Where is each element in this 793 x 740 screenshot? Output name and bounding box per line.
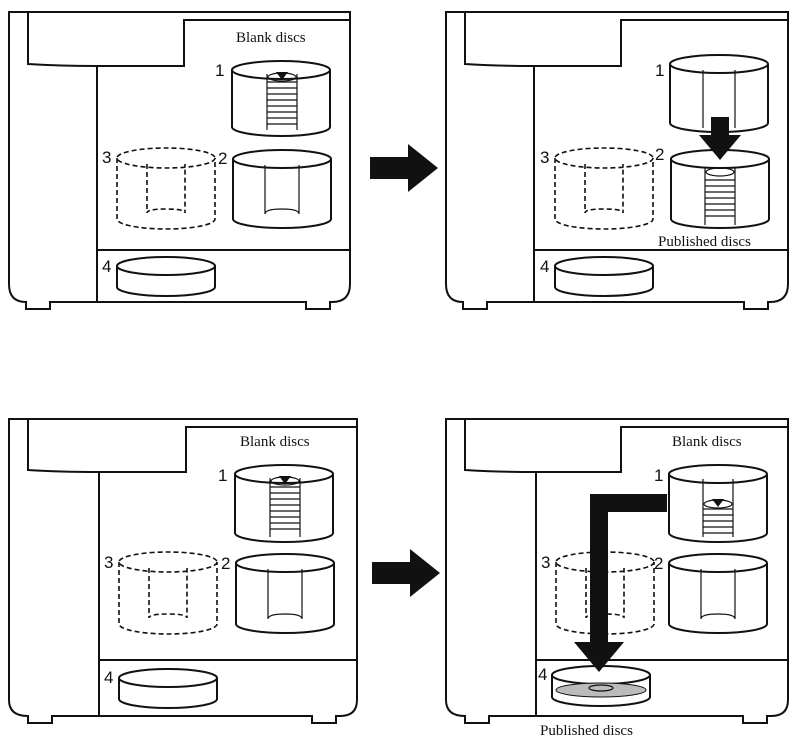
panel-bottom-right: Blank discs 1 2 3 <box>445 418 789 739</box>
stacker-number-4: 4 <box>540 257 549 276</box>
disc-hole-icon <box>279 476 291 484</box>
front-cover <box>464 419 788 473</box>
stacker-1-partial: 1 <box>654 464 768 543</box>
stacker-2-empty: 2 <box>654 553 768 634</box>
front-cover <box>464 12 788 67</box>
stacker-number-4: 4 <box>102 257 111 276</box>
l-shaped-arrow-icon <box>574 494 667 672</box>
stacker-number-4: 4 <box>538 665 547 684</box>
blank-discs-label: Blank discs <box>236 30 306 46</box>
down-arrow-icon <box>699 117 741 160</box>
printer-outline <box>8 11 351 310</box>
stacker-number-1: 1 <box>215 61 224 80</box>
printer-outline <box>445 11 789 310</box>
stacker-2-empty: 2 <box>218 149 332 229</box>
disc-hole-icon <box>712 499 724 507</box>
blank-discs-label: Blank discs <box>240 434 310 450</box>
stacker-4-published: 4 <box>538 665 651 707</box>
stacker-number-3: 3 <box>104 553 113 572</box>
published-disc-stack <box>555 682 647 698</box>
stacker-number-4: 4 <box>104 668 113 687</box>
published-discs-label: Published discs <box>540 723 633 739</box>
stacker-number-3: 3 <box>541 553 550 572</box>
stacker-number-2: 2 <box>218 149 227 168</box>
stacker-3-optional: 3 <box>540 147 654 230</box>
stacker-number-2: 2 <box>654 554 663 573</box>
stacker-number-1: 1 <box>218 466 227 485</box>
stacker-4-tray: 4 <box>540 256 654 297</box>
printer-outline <box>8 418 358 724</box>
stacker-4-tray: 4 <box>102 256 216 297</box>
front-cover <box>27 419 357 473</box>
right-arrow-icon <box>370 144 438 192</box>
right-arrow-icon <box>372 549 440 597</box>
stacker-3-optional: 3 <box>104 551 218 635</box>
stacker-number-2: 2 <box>221 554 230 573</box>
stacker-number-3: 3 <box>102 148 111 167</box>
panel-top-left: Blank discs 1 2 3 <box>8 11 351 310</box>
stacker-number-1: 1 <box>655 61 664 80</box>
stacker-4-tray: 4 <box>104 668 218 709</box>
printer-outline <box>445 418 789 724</box>
stacker-1-full: 1 <box>215 60 331 137</box>
front-cover <box>27 12 350 67</box>
stacker-number-2: 2 <box>655 145 664 164</box>
stacker-3-optional: 3 <box>102 147 216 230</box>
disc-hole-icon <box>276 72 288 80</box>
panel-bottom-left: Blank discs 1 2 3 <box>8 418 358 724</box>
stacker-number-3: 3 <box>540 148 549 167</box>
panel-top-right: 1 2 Published discs 3 4 <box>445 11 789 310</box>
stacker-1-full: 1 <box>218 464 334 543</box>
stacker-2-published: 2 <box>655 145 770 229</box>
stacker-2-empty: 2 <box>221 553 335 634</box>
published-discs-label: Published discs <box>658 234 751 250</box>
blank-discs-label: Blank discs <box>672 434 742 450</box>
stacker-number-1: 1 <box>654 466 663 485</box>
